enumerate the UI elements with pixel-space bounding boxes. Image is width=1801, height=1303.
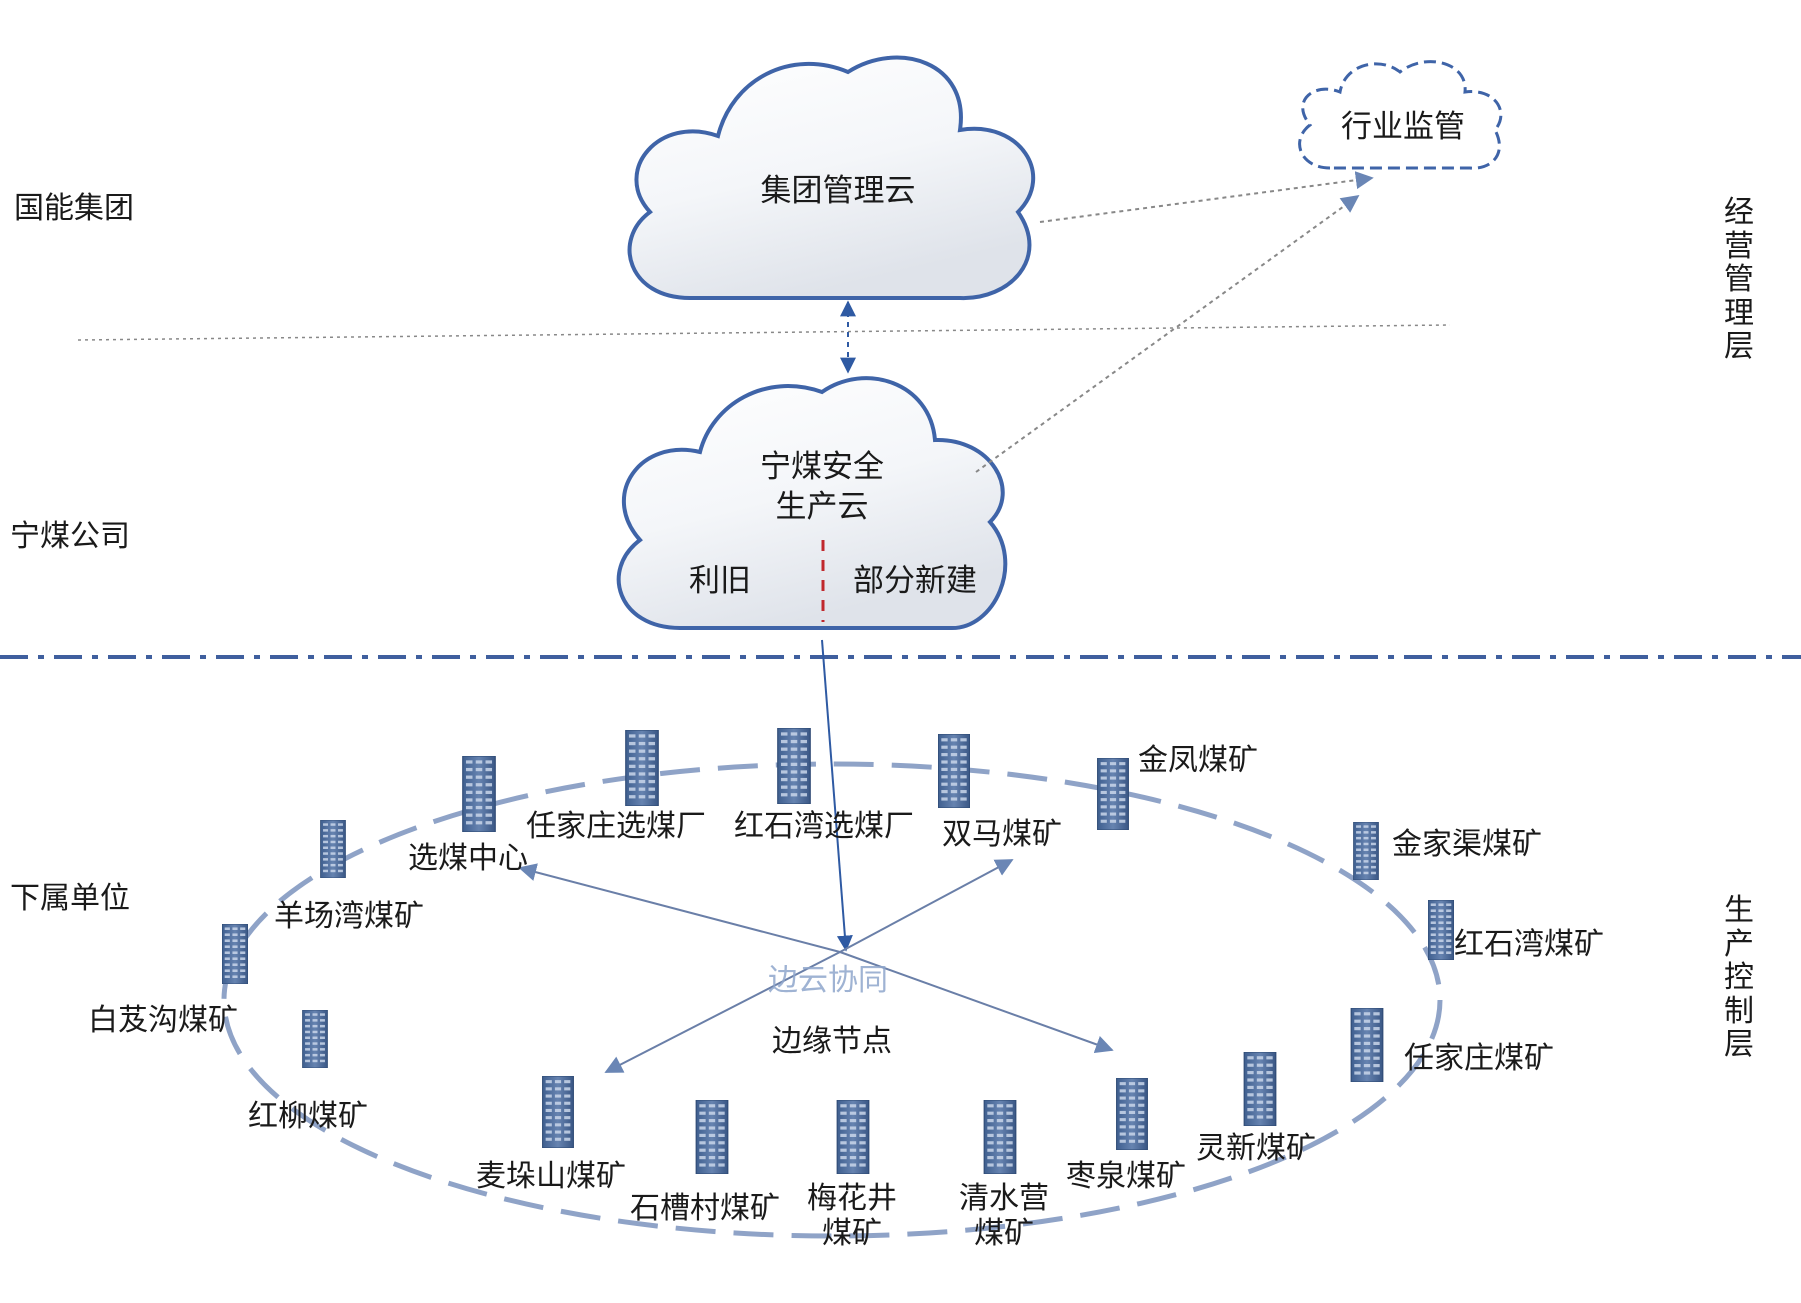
- unit-label-shicaocun: 石槽村煤矿: [630, 1191, 780, 1226]
- edge-arrow-to-shuangma: [839, 859, 1014, 953]
- building-icon-maiduoshan: [542, 1076, 574, 1148]
- building-icon-renjiazhuang-plant: [625, 730, 659, 806]
- edge-ring: [221, 761, 1443, 1239]
- building-icon-zaoquan: [1116, 1078, 1148, 1150]
- building-icon-xuanmei-center: [462, 756, 496, 832]
- building-icon-baijigou: [222, 924, 248, 984]
- building-icon-jinjiaqu: [1353, 822, 1379, 880]
- edge-cloud-collab-label: 边云协同: [768, 963, 888, 998]
- prod-layer-label: 生产控制层: [1724, 893, 1754, 1063]
- unit-label-zaoquan: 枣泉煤矿: [1066, 1159, 1186, 1194]
- building-icon-shuangma: [938, 734, 970, 808]
- unit-label-hongshiwan-plant: 红石湾选煤厂: [734, 809, 914, 844]
- unit-label-maiduoshan: 麦垛山煤矿: [476, 1159, 626, 1194]
- regulator-cloud-label: 行业监管: [1341, 109, 1465, 145]
- building-icon-yangchangwan: [320, 820, 346, 878]
- mgmt-divider-line: [77, 324, 1451, 341]
- building-icon-shicaocun: [695, 1100, 729, 1174]
- safety-cloud-shape: [616, 376, 1008, 631]
- unit-label-renjiazhuang-mine: 任家庄煤矿: [1404, 1041, 1554, 1076]
- edge-arrow-to-zaoquan: [839, 951, 1114, 1053]
- building-icon-hongshiwan-plant: [777, 728, 811, 804]
- group-cloud-shape: [627, 55, 1036, 301]
- layer-company-label: 宁煤公司: [10, 519, 130, 554]
- building-icon-meihuajing: [836, 1100, 870, 1174]
- layer-group-label: 国能集团: [14, 191, 134, 226]
- building-icon-renjiazhuang-mine: [1350, 1008, 1384, 1082]
- reuse-label: 利旧: [689, 563, 751, 599]
- unit-label-jinjiaqu: 金家渠煤矿: [1392, 827, 1542, 862]
- unit-label-hongliu: 红柳煤矿: [248, 1099, 368, 1134]
- new-build-label: 部分新建: [853, 563, 977, 599]
- layer-units-label: 下属单位: [10, 881, 130, 916]
- edge-node-label: 边缘节点: [772, 1024, 892, 1059]
- building-icon-hongliu: [302, 1010, 328, 1068]
- building-icon-lingxin: [1243, 1052, 1277, 1126]
- unit-label-jinfeng: 金凤煤矿: [1138, 743, 1258, 778]
- safety-cloud-label-1: 宁煤安全: [760, 449, 884, 485]
- cloud-edge-arrow: [821, 639, 853, 952]
- safety-to-regulator-arrow: [975, 194, 1360, 473]
- building-icon-hongshiwan-mine: [1428, 900, 1454, 960]
- safety-cloud-label-2: 生产云: [775, 489, 869, 525]
- unit-label-xuanmei-center: 选煤中心: [408, 841, 528, 876]
- group-cloud-label: 集团管理云: [760, 173, 916, 209]
- unit-label-yangchangwan: 羊场湾煤矿: [274, 899, 424, 934]
- edge-arrow-to-xuanmei: [518, 863, 841, 953]
- group-to-regulator-arrow: [1039, 171, 1374, 223]
- unit-label-qingshuiying: 清水营煤矿: [959, 1181, 1049, 1251]
- unit-label-renjiazhuang-plant: 任家庄选煤厂: [526, 809, 706, 844]
- regulator-cloud-shape: [1298, 60, 1503, 170]
- mgmt-layer-label: 经营管理层: [1724, 195, 1754, 365]
- unit-label-shuangma: 双马煤矿: [942, 817, 1062, 852]
- unit-label-lingxin: 灵新煤矿: [1196, 1131, 1316, 1166]
- edge-arrow-to-maiduoshan: [604, 951, 841, 1073]
- unit-label-hongshiwan-mine: 红石湾煤矿: [1454, 927, 1604, 962]
- building-icon-qingshuiying: [983, 1100, 1017, 1174]
- building-icon-jinfeng: [1097, 758, 1129, 830]
- unit-label-meihuajing: 梅花井煤矿: [807, 1181, 897, 1251]
- unit-label-baijigou: 白芨沟煤矿: [88, 1003, 238, 1038]
